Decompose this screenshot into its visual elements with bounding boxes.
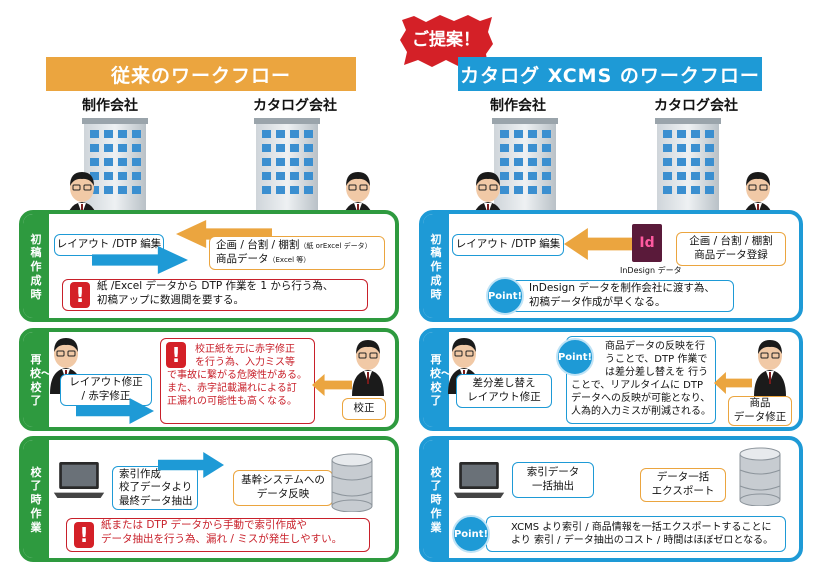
arrow-right-icon <box>158 452 224 478</box>
right-p1-point-box: InDesign データを制作会社に渡す為、初稿データ作成が早くなる。 <box>500 280 734 312</box>
arrow-right-icon <box>76 398 154 424</box>
arrow-left-icon <box>312 374 352 396</box>
left-p2-box-b: 校正 <box>342 398 386 420</box>
left-company-a: 制作会社 <box>82 98 138 114</box>
indesign-icon: Id <box>632 224 662 262</box>
building-icon <box>655 118 721 218</box>
person-icon <box>750 336 790 396</box>
arrow-left-icon <box>714 372 752 394</box>
left-p3-box-a: 索引作成校了データより最終データ抽出 <box>112 466 198 510</box>
database-icon <box>330 452 374 512</box>
arrow-left-icon <box>564 228 640 260</box>
right-p3-point-box: XCMS より索引 / 商品情報を一括エクスポートすることにより 索引 / デー… <box>486 516 786 552</box>
callout-text: ご提案！ <box>412 30 480 50</box>
left-p1-box-a: レイアウト /DTP 編集 <box>54 234 164 256</box>
left-company-b: カタログ会社 <box>253 98 337 114</box>
point-badge: Point! <box>486 277 524 315</box>
panel-tab: 初稿作成時 <box>23 214 49 318</box>
left-p2-box-a: レイアウト修正/ 赤字修正 <box>60 374 152 406</box>
right-p3-box-a: 索引データ一括抽出 <box>512 462 594 498</box>
person-icon <box>348 336 388 396</box>
left-p1-box-b: 企画 / 台割 / 棚割（紙 orExcel データ） 商品データ（Excel … <box>209 236 385 270</box>
left-p3-warning: 紙または DTP データから手動で索引作成やデータ抽出を行う為、漏れ / ミスが… <box>66 518 370 552</box>
right-company-a: 制作会社 <box>490 98 546 114</box>
left-p1-warning: 紙 /Excel データから DTP 作業を 1 から行う為、初稿アップに数週間… <box>62 279 368 311</box>
arrow-right-icon <box>92 246 188 274</box>
warning-icon: ! <box>166 342 186 368</box>
right-p3-box-b: データ一括エクスポート <box>640 468 726 502</box>
callout-burst-icon <box>400 15 493 67</box>
indesign-label: InDesign データ <box>620 266 682 275</box>
right-p2-note: 商品データの反映を行うことで、DTP 作業では差分差し替えを 行うことで、リアル… <box>566 336 716 424</box>
point-badge: Point! <box>452 515 490 553</box>
warning-icon: ! <box>74 522 94 548</box>
panel-tab: 校了時作業 <box>23 440 49 558</box>
right-p2-box-b: 商品データ修正 <box>728 396 792 426</box>
right-p1-box-a: レイアウト /DTP 編集 <box>452 234 564 256</box>
database-icon <box>738 446 782 506</box>
right-p2-box-a: 差分差し替えレイアウト修正 <box>456 374 552 408</box>
right-p1-box-b: 企画 / 台割 / 棚割商品データ登録 <box>676 232 786 266</box>
left-p3-box-b: 基幹システムへのデータ反映 <box>233 470 333 506</box>
panel-tab: 校了時作業 <box>423 440 449 558</box>
panel-tab: 再校〜校了 <box>423 332 452 427</box>
laptop-icon <box>52 460 106 500</box>
left-banner: 従来のワークフロー <box>46 57 356 91</box>
right-banner: カタログ XCMS のワークフロー <box>458 57 762 91</box>
point-badge: Point! <box>556 338 594 376</box>
panel-tab: 初稿作成時 <box>423 214 449 318</box>
panel-tab: 再校〜校了 <box>23 332 52 427</box>
building-icon <box>254 118 320 218</box>
laptop-icon <box>452 460 506 500</box>
warning-icon: ! <box>70 282 90 308</box>
right-company-b: カタログ会社 <box>654 98 738 114</box>
